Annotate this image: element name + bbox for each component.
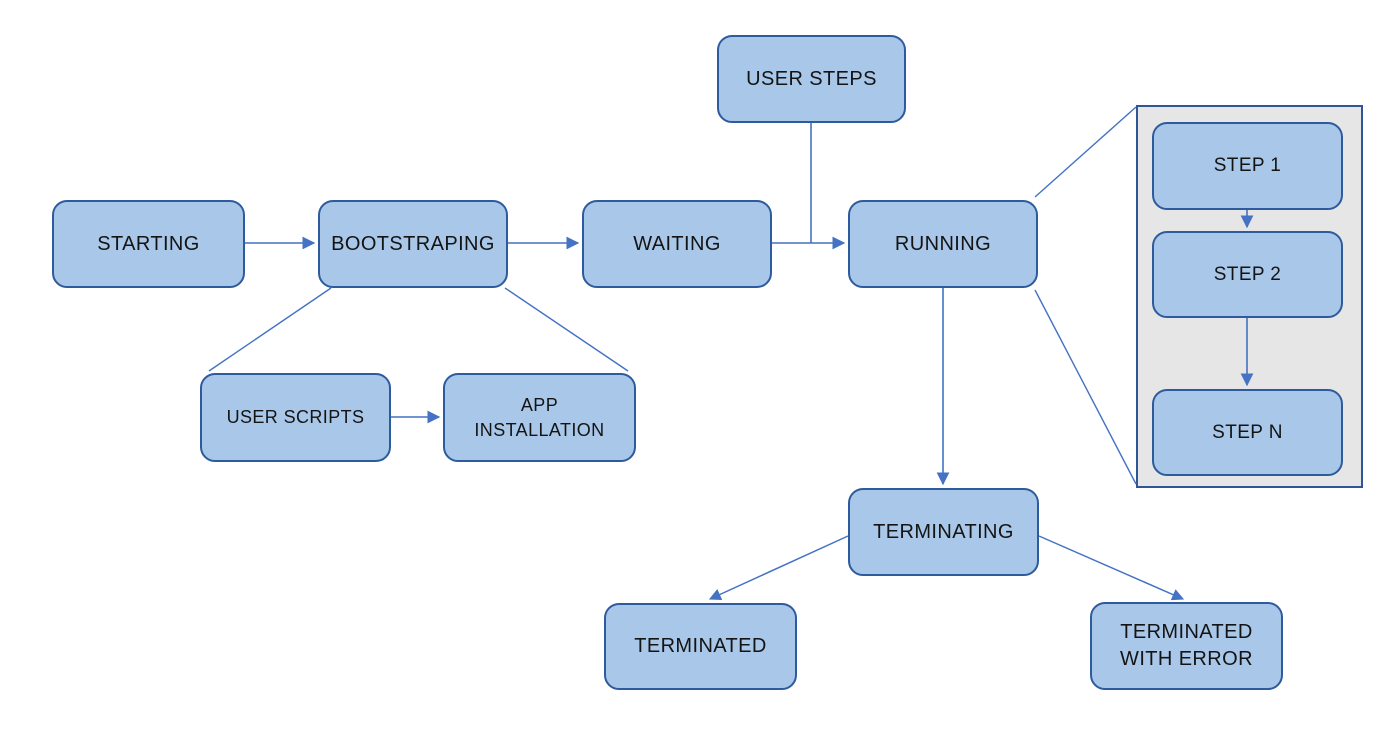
node-app-installation-label: APP INSTALLATION: [474, 395, 605, 440]
node-step-1: STEP 1: [1152, 122, 1343, 210]
node-user-scripts-label: USER SCRIPTS: [226, 407, 365, 428]
node-waiting-label: WAITING: [633, 232, 721, 255]
node-bootstraping: BOOTSTRAPING: [318, 200, 508, 288]
node-running-label: RUNNING: [894, 232, 992, 255]
node-terminating-label: TERMINATING: [873, 520, 1014, 543]
edge-terminating-terminated-error: [1038, 535, 1185, 601]
node-terminated-with-error: TERMINATED WITH ERROR: [1090, 602, 1283, 690]
edge-bootstraping-user-scripts: [208, 287, 332, 372]
node-user-steps-label: USER STEPS: [746, 67, 877, 90]
node-step-2: STEP 2: [1152, 231, 1343, 318]
edge-running-panel-bottom: [1034, 289, 1137, 485]
node-running: RUNNING: [848, 200, 1038, 288]
node-step-n-label: STEP N: [1212, 421, 1283, 443]
edge-bootstraping-app-installation: [504, 287, 629, 372]
node-waiting: WAITING: [582, 200, 772, 288]
node-step-2-label: STEP 2: [1213, 263, 1282, 285]
edge-running-panel-top: [1034, 106, 1137, 198]
node-terminated-label: TERMINATED: [634, 635, 767, 657]
node-terminated: TERMINATED: [604, 603, 797, 690]
node-terminating: TERMINATING: [848, 488, 1039, 576]
node-user-steps: USER STEPS: [717, 35, 906, 123]
node-step-n: STEP N: [1152, 389, 1343, 476]
edge-terminating-terminated: [708, 535, 849, 600]
node-terminated-with-error-label: TERMINATED WITH ERROR: [1120, 621, 1253, 670]
node-user-scripts: USER SCRIPTS: [200, 373, 391, 462]
node-app-installation: APP INSTALLATION: [443, 373, 636, 462]
node-starting: STARTING: [52, 200, 245, 288]
node-step-1-label: STEP 1: [1213, 155, 1282, 177]
node-bootstraping-label: BOOTSTRAPING: [331, 232, 495, 255]
node-starting-label: STARTING: [97, 232, 200, 255]
